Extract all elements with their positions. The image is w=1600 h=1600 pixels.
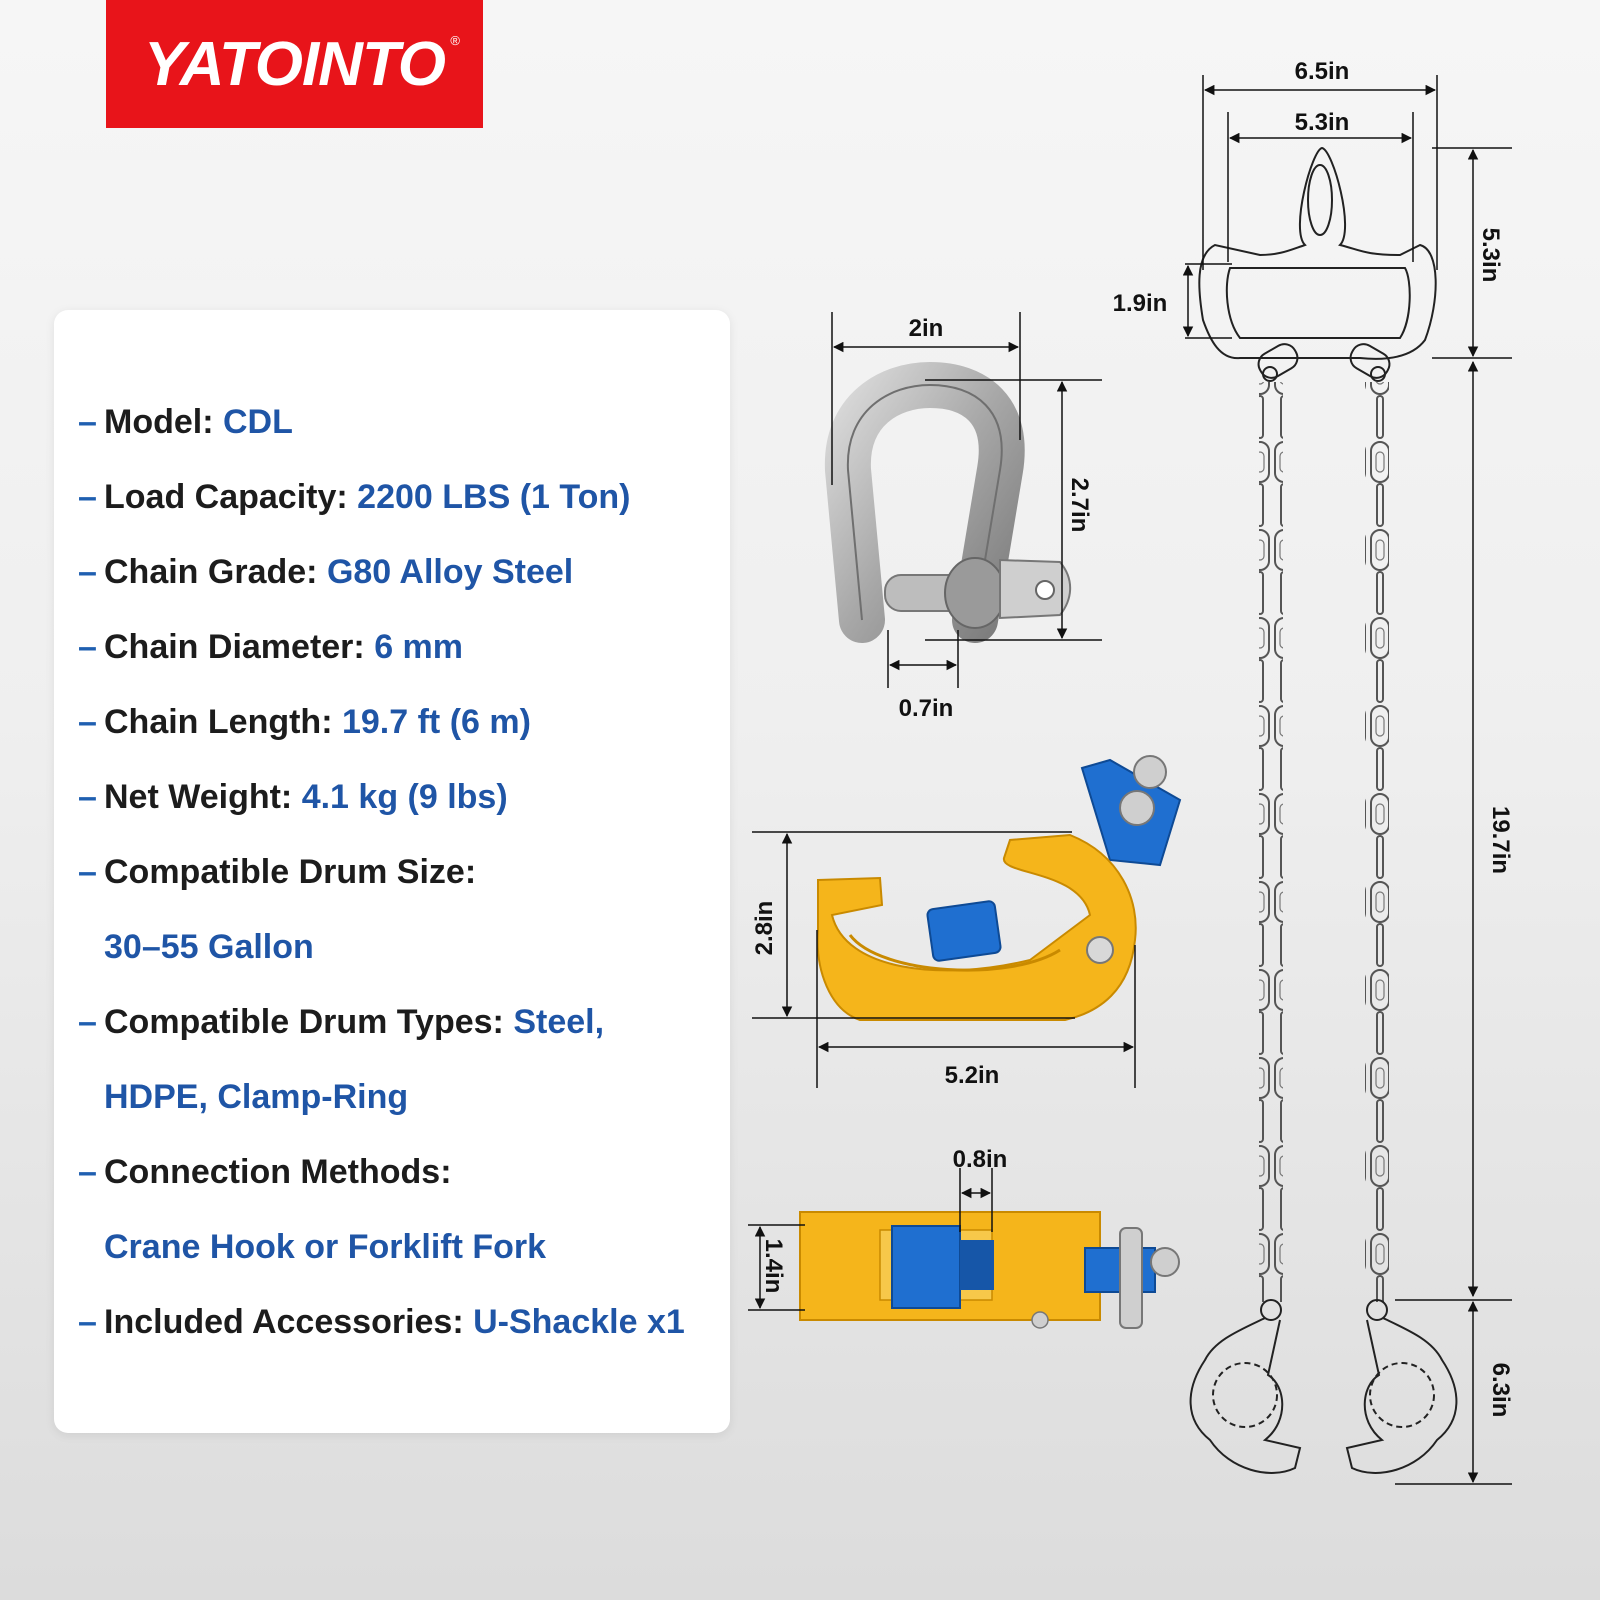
registered-mark: ® — [450, 32, 460, 48]
drum-clamp-illustration — [816, 755, 1182, 1021]
lifting-bar-illustration — [1198, 146, 1437, 382]
bar-height-label: 5.3in — [1477, 228, 1504, 283]
clamp-length-label: 5.2in — [945, 1062, 1000, 1089]
chains-illustration — [1259, 382, 1389, 1302]
spec-row-chain-length: –Chain Length: 19.7 ft (6 m) — [78, 703, 531, 741]
shackle-height-label: 2.7in — [1066, 478, 1093, 533]
bar-outer-width-label: 6.5in — [1295, 58, 1350, 85]
drum-clamp-top-view — [799, 1211, 1180, 1329]
spec-card: –Model: CDL –Load Capacity: 2200 LBS (1 … — [54, 310, 730, 1433]
bar-inner-height-label: 1.9in — [1113, 290, 1168, 317]
clamp-thickness-label: 1.4in — [760, 1239, 787, 1294]
brand-logo: YATOINTO® — [106, 0, 483, 128]
clamp-top-dimension-lines — [748, 1168, 993, 1311]
spec-row-connection-methods-value: Crane Hook or Forklift Fork — [104, 1228, 547, 1266]
shackle-width-label: 2in — [909, 315, 944, 342]
spec-row-accessories: –Included Accessories: U-Shackle x1 — [78, 1303, 685, 1341]
chain-length-label: 19.7in — [1487, 806, 1514, 874]
spec-row-drum-types: –Compatible Drum Types: Steel, — [78, 1003, 605, 1041]
spec-row-drum-size-value: 30–55 Gallon — [104, 928, 314, 966]
spec-row-connection-methods: –Connection Methods: — [78, 1153, 452, 1191]
spec-row-drum-size: –Compatible Drum Size: — [78, 853, 477, 891]
spec-row-net-weight: –Net Weight: 4.1 kg (9 lbs) — [78, 778, 508, 816]
spec-row-load-capacity: –Load Capacity: 2200 LBS (1 Ton) — [78, 478, 631, 516]
clamp-height-label: 2.8in — [751, 901, 778, 956]
spec-list: –Model: CDL –Load Capacity: 2200 LBS (1 … — [78, 385, 685, 1360]
bar-dimension-lines — [1182, 75, 1512, 1485]
shackle-pin-label: 0.7in — [899, 695, 954, 722]
brand-logo-text: YATOINTO® — [144, 29, 460, 99]
shackle-dimension-lines — [831, 312, 1102, 688]
u-shackle-illustration — [824, 361, 1072, 643]
hooks-illustration — [1189, 1299, 1458, 1474]
spec-row-chain-grade: –Chain Grade: G80 Alloy Steel — [78, 553, 574, 591]
hook-height-label: 6.3in — [1487, 1363, 1514, 1418]
clamp-dimension-lines — [752, 831, 1136, 1088]
spec-row-drum-types-continued: HDPE, Clamp-Ring — [104, 1078, 409, 1116]
clamp-gap-label: 0.8in — [953, 1146, 1008, 1173]
spec-row-model: –Model: CDL — [78, 403, 293, 441]
spec-row-chain-diameter: –Chain Diameter: 6 mm — [78, 628, 464, 666]
bar-inner-width-label: 5.3in — [1295, 109, 1350, 136]
